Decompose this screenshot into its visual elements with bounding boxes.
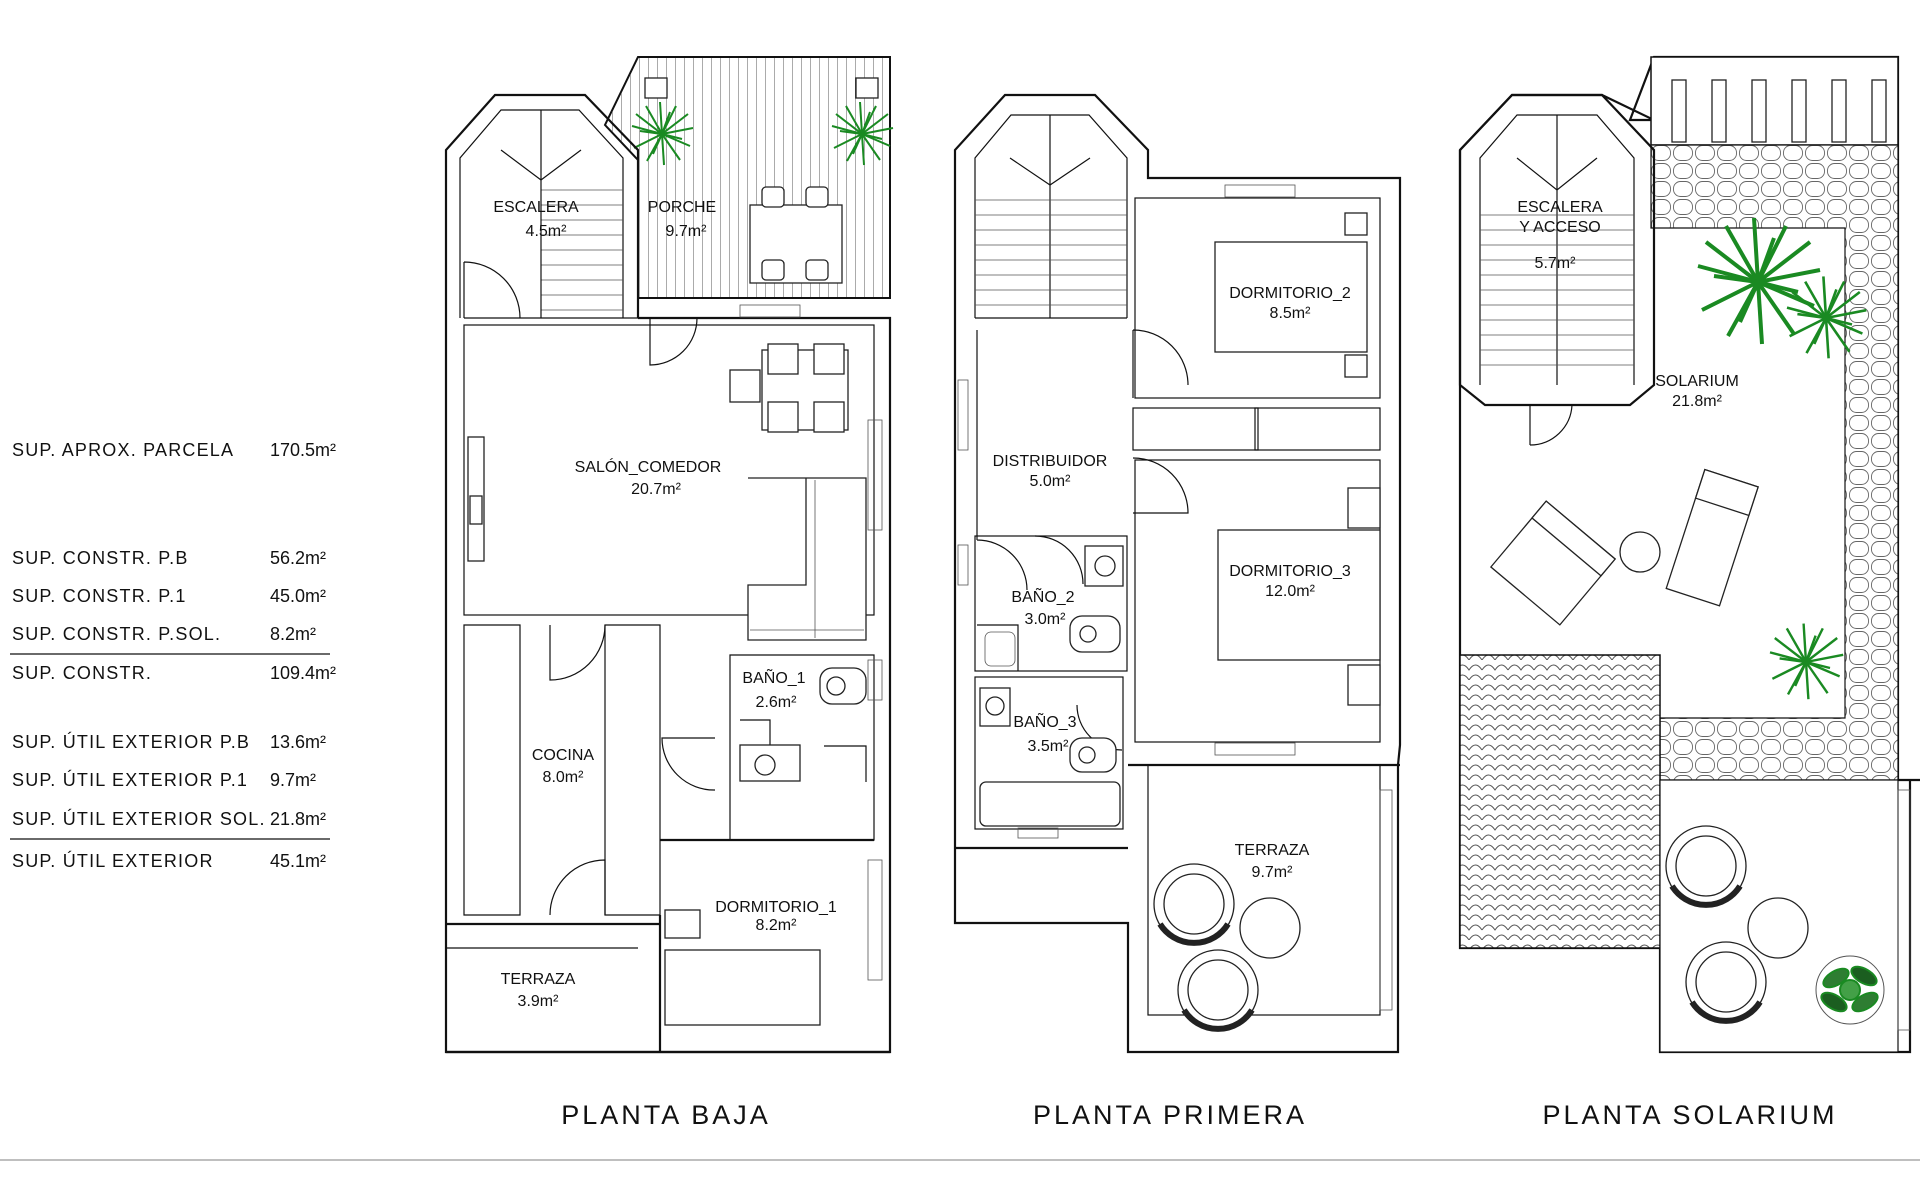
side-table-icon (1619, 531, 1661, 573)
nightstand-icon (1347, 664, 1381, 706)
chair-icon (805, 186, 829, 208)
round-table-icon (1747, 897, 1809, 959)
sun-lounger-icon (1665, 468, 1759, 607)
chair-icon (729, 369, 761, 403)
labels-planta-baja: ESCALERA 4.5m² PORCHE 9.7m² SALÓN_COMEDO… (493, 199, 837, 1130)
chair-icon (761, 259, 785, 281)
room-area: 8.2m² (756, 917, 798, 934)
legend-label: SUP. CONSTR. P.B (12, 548, 189, 568)
bed-icon (664, 949, 821, 1026)
room-area: 20.7m² (631, 481, 681, 498)
chair-icon (767, 401, 799, 433)
room-area: 21.8m² (1672, 393, 1722, 410)
room-name: ESCALERA (1517, 199, 1603, 216)
armchair-icon (1178, 950, 1258, 1030)
legend-value: 45.0m² (270, 586, 326, 606)
railing-icon (1671, 79, 1887, 143)
room-area: 8.5m² (1270, 305, 1312, 322)
chair-icon (813, 343, 845, 375)
legend-value: 21.8m² (270, 809, 326, 829)
legend-label: SUP. ÚTIL EXTERIOR P.B (12, 731, 250, 752)
legend-label: SUP. CONSTR. (12, 663, 152, 683)
room-area: 3.0m² (1025, 611, 1067, 628)
room-area: 5.7m² (1535, 255, 1577, 272)
plan-planta-primera (953, 93, 1402, 1054)
nightstand-icon (664, 909, 701, 939)
legend-value: 170.5m² (270, 440, 336, 460)
room-name: BAÑO_1 (742, 667, 805, 687)
plan-title: PLANTA PRIMERA (1033, 1100, 1307, 1130)
room-area: 4.5m² (526, 223, 568, 240)
chair-icon (813, 401, 845, 433)
nightstand-icon (1347, 487, 1381, 529)
room-name: DISTRIBUIDOR (993, 453, 1108, 470)
bathtub-icon (979, 781, 1121, 827)
plan-planta-baja (444, 56, 894, 1054)
chair-icon (761, 186, 785, 208)
plan-title: PLANTA SOLARIUM (1542, 1100, 1837, 1130)
bed-icon (1217, 529, 1381, 661)
room-name: BAÑO_2 (1011, 586, 1074, 606)
armchair-icon (1666, 826, 1746, 906)
armchair-icon (1686, 942, 1766, 1022)
room-name: SOLARIUM (1655, 373, 1739, 390)
legend-value: 56.2m² (270, 548, 326, 568)
room-name: DORMITORIO_2 (1229, 285, 1351, 302)
room-name: TERRAZA (501, 971, 576, 988)
room-name: BAÑO_3 (1013, 711, 1076, 731)
room-area: 12.0m² (1265, 583, 1315, 600)
column-icon (644, 77, 668, 99)
roof-tiles (1459, 654, 1661, 949)
room-area: 8.0m² (543, 769, 585, 786)
nightstand-icon (1344, 354, 1368, 378)
room-area: 9.7m² (1252, 864, 1294, 881)
room-area: 3.5m² (1028, 738, 1070, 755)
legend-value: 109.4m² (270, 663, 336, 683)
room-name: PORCHE (648, 199, 716, 216)
legend-label: SUP. ÚTIL EXTERIOR (12, 850, 214, 871)
room-name: DORMITORIO_3 (1229, 563, 1351, 580)
legend-label: SUP. APROX. PARCELA (12, 440, 234, 460)
room-name: TERRAZA (1235, 842, 1310, 859)
legend-value: 8.2m² (270, 624, 316, 644)
chair-icon (805, 259, 829, 281)
round-table-icon (1239, 897, 1301, 959)
nightstand-icon (1344, 212, 1368, 236)
room-area: 3.9m² (518, 993, 560, 1010)
room-name: DORMITORIO_1 (715, 899, 837, 916)
labels-planta-primera: DORMITORIO_2 8.5m² DISTRIBUIDOR 5.0m² DO… (993, 285, 1351, 1130)
room-name: ESCALERA (493, 199, 579, 216)
sun-lounger-icon (1489, 500, 1617, 626)
legend-label: SUP. ÚTIL EXTERIOR P.1 (12, 769, 248, 790)
labels-planta-solarium: ESCALERA Y ACCESO 5.7m² SOLARIUM 21.8m² … (1517, 199, 1837, 1130)
palm-plant-icon (1696, 216, 1822, 346)
legend-label: SUP. ÚTIL EXTERIOR SOL. (12, 808, 266, 829)
legend-value: 13.6m² (270, 732, 326, 752)
column-icon (855, 77, 879, 99)
armchair-icon (1154, 864, 1234, 944)
legend-value: 9.7m² (270, 770, 316, 790)
room-area: 2.6m² (756, 694, 798, 711)
room-name: COCINA (532, 747, 595, 764)
room-area: 9.7m² (666, 223, 708, 240)
sink-icon (1084, 545, 1124, 587)
plan-title: PLANTA BAJA (561, 1100, 771, 1130)
palm-plant-icon (1768, 622, 1845, 701)
surface-legend: SUP. APROX. PARCELA 170.5m² SUP. CONSTR.… (10, 440, 336, 871)
plan-planta-solarium (1458, 55, 1920, 1054)
legend-label: SUP. CONSTR. P.SOL. (12, 624, 221, 644)
bed-icon (1214, 241, 1368, 353)
room-name: SALÓN_COMEDOR (575, 457, 722, 476)
legend-label: SUP. CONSTR. P.1 (12, 586, 187, 606)
room-area: 5.0m² (1030, 473, 1072, 490)
chair-icon (767, 343, 799, 375)
legend-value: 45.1m² (270, 851, 326, 871)
shrub-plant-icon (1815, 955, 1885, 1025)
room-name: Y ACCESO (1519, 219, 1601, 236)
sofa-icon (747, 477, 867, 641)
